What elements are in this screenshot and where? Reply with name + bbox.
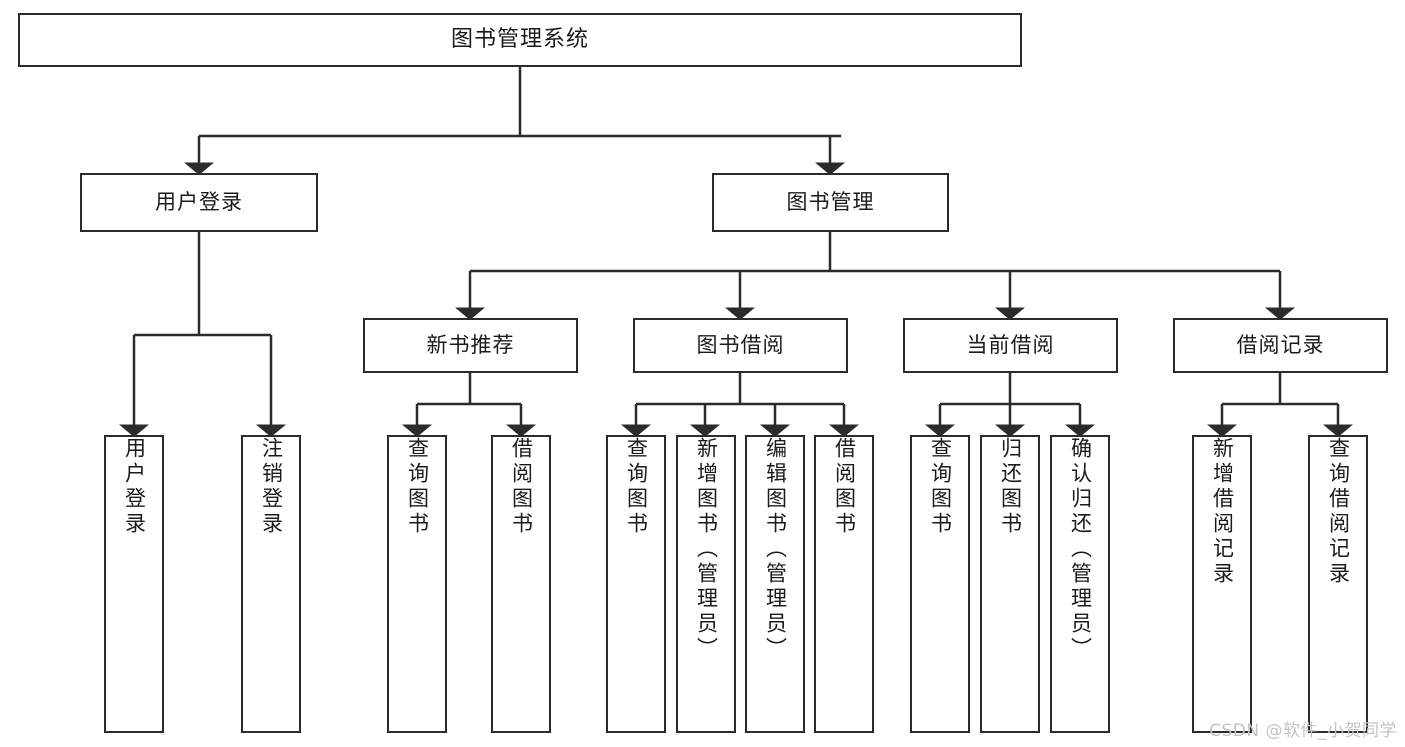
node-label: 新增图书（管理员） — [694, 437, 719, 662]
leaf-current-query-book[interactable]: 查询图书 — [910, 435, 970, 733]
leaf-user-login-signin[interactable]: 用户登录 — [104, 435, 164, 733]
node-label: 用户登录 — [122, 437, 147, 537]
node-label: 查询图书 — [405, 437, 430, 537]
node-label: 图书管理系统 — [450, 26, 589, 52]
node-borrowing-record[interactable]: 借阅记录 — [1173, 318, 1388, 373]
node-label: 编辑图书（管理员） — [763, 437, 788, 662]
leaf-borrow-query-book[interactable]: 查询图书 — [606, 435, 666, 733]
leaf-current-return-book[interactable]: 归还图书 — [980, 435, 1040, 733]
node-label: 确认归还（管理员） — [1068, 437, 1093, 662]
leaf-new-book-borrow[interactable]: 借阅图书 — [491, 435, 551, 733]
node-user-login[interactable]: 用户登录 — [80, 173, 318, 232]
node-current-borrowing[interactable]: 当前借阅 — [903, 318, 1118, 373]
node-label: 新书推荐 — [426, 332, 515, 357]
node-book-management[interactable]: 图书管理 — [712, 173, 949, 232]
node-label: 查询图书 — [624, 437, 649, 537]
node-book-borrowing[interactable]: 图书借阅 — [633, 318, 848, 373]
csdn-watermark: CSDN @软件_小贺同学 — [1209, 721, 1397, 741]
node-label: 图书借阅 — [696, 332, 785, 357]
node-label: 查询借阅记录 — [1326, 437, 1351, 587]
node-label: 借阅图书 — [832, 437, 857, 537]
leaf-current-confirm-return-admin[interactable]: 确认归还（管理员） — [1050, 435, 1110, 733]
node-label: 当前借阅 — [966, 332, 1055, 357]
leaf-borrow-borrow-book[interactable]: 借阅图书 — [814, 435, 874, 733]
node-root-book-management-system[interactable]: 图书管理系统 — [18, 13, 1022, 67]
node-label: 归还图书 — [998, 437, 1023, 537]
node-label: 用户登录 — [155, 189, 243, 214]
leaf-borrow-edit-book-admin[interactable]: 编辑图书（管理员） — [745, 435, 805, 733]
node-label: 注销登录 — [259, 437, 284, 537]
leaf-record-query-record[interactable]: 查询借阅记录 — [1308, 435, 1368, 733]
node-label: 借阅记录 — [1236, 332, 1325, 357]
leaf-user-login-signout[interactable]: 注销登录 — [241, 435, 301, 733]
node-label: 借阅图书 — [509, 437, 534, 537]
leaf-borrow-add-book-admin[interactable]: 新增图书（管理员） — [676, 435, 736, 733]
node-label: 图书管理 — [786, 189, 875, 214]
node-new-book-recommendation[interactable]: 新书推荐 — [363, 318, 578, 373]
leaf-record-add-record[interactable]: 新增借阅记录 — [1192, 435, 1252, 733]
node-label: 查询图书 — [928, 437, 953, 537]
leaf-new-book-query[interactable]: 查询图书 — [387, 435, 447, 733]
node-label: 新增借阅记录 — [1210, 437, 1235, 587]
